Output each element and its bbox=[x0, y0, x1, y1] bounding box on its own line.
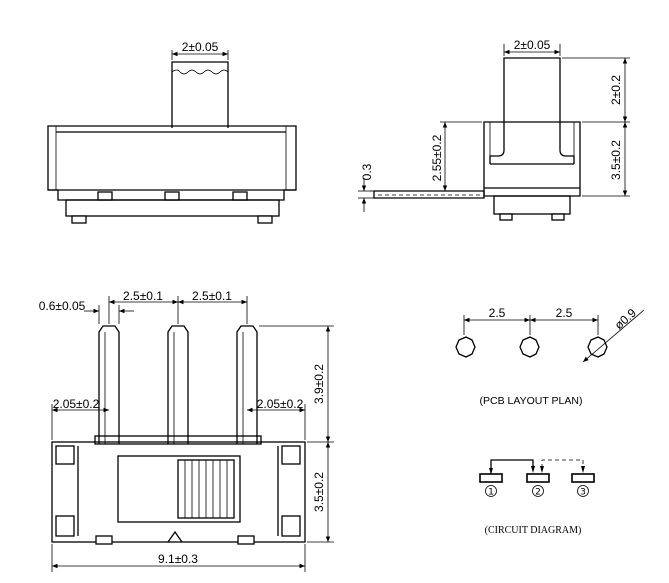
front-bottom-notch bbox=[167, 530, 183, 543]
front-corner-tl bbox=[55, 445, 75, 465]
side-base bbox=[493, 195, 571, 215]
dim-side-pin-height: 2.55±0.2 bbox=[430, 134, 444, 181]
side-body-notch-left bbox=[489, 122, 505, 164]
front-pin-2 bbox=[167, 325, 189, 444]
front-view: 0.6±0.05 2.5±0.1 2.5±0.1 3.9±0.2 3.5±0.2… bbox=[39, 289, 334, 572]
top-body-outline bbox=[47, 125, 297, 201]
circuit-terminal-1 bbox=[479, 473, 503, 483]
circuit-link-1-2 bbox=[490, 459, 534, 474]
top-actuator-break-line bbox=[171, 69, 229, 75]
top-foot-right bbox=[257, 215, 273, 224]
dim-side-body-height: 3.5±0.2 bbox=[609, 140, 623, 180]
circuit-label-1: 1 bbox=[488, 488, 494, 498]
top-terminal-left bbox=[97, 191, 113, 201]
front-slider-knob bbox=[177, 459, 235, 519]
circuit-label-2: 2 bbox=[535, 488, 541, 498]
top-foot-left bbox=[71, 215, 87, 224]
front-corner-br bbox=[281, 515, 301, 537]
top-base bbox=[65, 199, 280, 217]
front-pin-3 bbox=[236, 325, 258, 444]
dim-side-actuator-height: 2±0.2 bbox=[609, 75, 623, 105]
circuit-diagram: 1 2 3 (CIRCUIT DIAGRAM) bbox=[479, 459, 595, 536]
dim-edge-left: 2.05±0.2 bbox=[53, 397, 100, 411]
pcb-pitch-1: 2.5 bbox=[489, 306, 506, 320]
pcb-pitch-2: 2.5 bbox=[556, 306, 573, 320]
side-body-notch-right bbox=[559, 122, 575, 164]
side-foot-left bbox=[499, 213, 513, 221]
pcb-hole-3 bbox=[587, 336, 608, 358]
dim-pin-width: 0.6±0.05 bbox=[39, 299, 86, 313]
circuit-terminal-2 bbox=[526, 473, 550, 483]
circuit-link-2-3 bbox=[541, 459, 584, 468]
pcb-hole-diameter: ø0.9 bbox=[612, 306, 639, 333]
dim-body-height-front: 3.5±0.2 bbox=[312, 472, 326, 512]
front-corner-bl bbox=[55, 515, 75, 537]
front-pin-1 bbox=[98, 325, 120, 444]
front-pin-strip bbox=[94, 435, 262, 445]
pcb-hole-1 bbox=[455, 336, 476, 358]
circuit-diagram-caption: (CIRCUIT DIAGRAM) bbox=[485, 525, 582, 536]
front-slider-window bbox=[117, 455, 241, 523]
dim-top-actuator-width: 2±0.05 bbox=[182, 40, 219, 54]
dim-edge-right: 2.05±0.2 bbox=[257, 397, 304, 411]
dim-side-actuator-width: 2±0.05 bbox=[514, 38, 551, 52]
side-pin bbox=[373, 190, 485, 199]
side-body-outline bbox=[483, 121, 581, 197]
top-terminal-right bbox=[232, 191, 248, 201]
pcb-layout: 2.5 2.5 ø0.9 (PCB LAYOUT PLAN) bbox=[455, 306, 645, 407]
front-corner-tr bbox=[281, 445, 301, 465]
front-bottom-tab-left bbox=[95, 535, 113, 545]
dim-body-width: 9.1±0.3 bbox=[158, 552, 198, 566]
pcb-hole-2 bbox=[519, 336, 540, 358]
top-view: 2±0.05 bbox=[47, 40, 297, 224]
front-body bbox=[51, 441, 306, 543]
side-foot-right bbox=[551, 213, 565, 221]
dim-side-pin-thickness: 0.3 bbox=[360, 163, 374, 180]
dim-pitch-left: 2.5±0.1 bbox=[123, 289, 163, 303]
dim-pin-length: 3.9±0.2 bbox=[312, 364, 326, 404]
pcb-layout-caption: (PCB LAYOUT PLAN) bbox=[480, 395, 583, 407]
circuit-label-3: 3 bbox=[580, 488, 586, 498]
side-view: 2±0.05 2±0.2 3.5±0.2 2.55±0.2 0.3 bbox=[358, 38, 630, 221]
side-actuator-outline bbox=[503, 57, 561, 122]
front-bottom-tab-right bbox=[237, 535, 255, 545]
top-actuator-outline bbox=[171, 61, 229, 128]
dim-pitch-right: 2.5±0.1 bbox=[192, 289, 232, 303]
circuit-terminal-3 bbox=[571, 473, 595, 483]
top-terminal-mid bbox=[164, 191, 180, 201]
